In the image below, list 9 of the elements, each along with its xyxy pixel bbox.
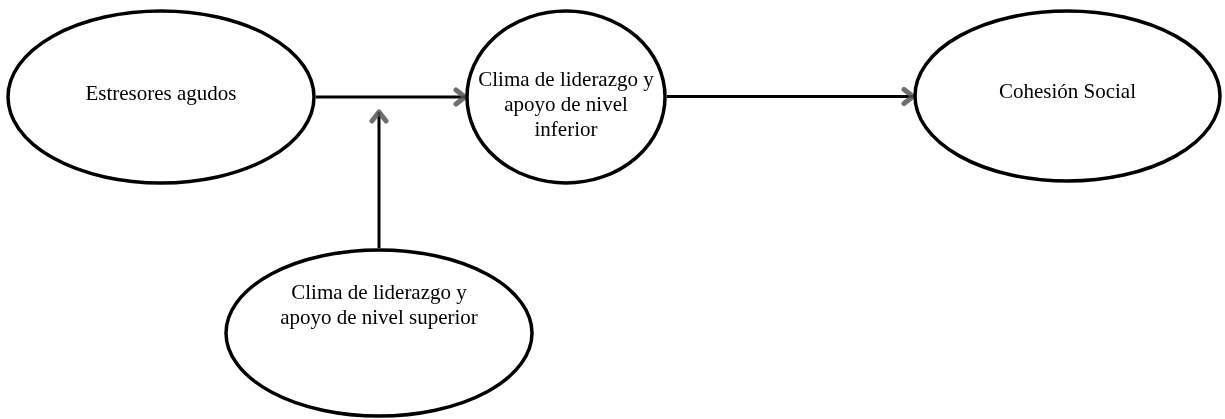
ellipse-node <box>224 248 534 418</box>
node-label: Clima de liderazgo y apoyo de nivel superior <box>279 280 479 331</box>
node-label: Cohesión Social <box>997 79 1138 105</box>
ellipse-node <box>465 9 667 185</box>
ellipse-node <box>913 9 1222 183</box>
node-label: Clima de liderazgo y apoyo de nivel inferior <box>477 67 655 143</box>
ellipse-node <box>6 9 316 185</box>
node-label: Estresores agudos <box>84 81 238 107</box>
arrow <box>369 109 389 248</box>
